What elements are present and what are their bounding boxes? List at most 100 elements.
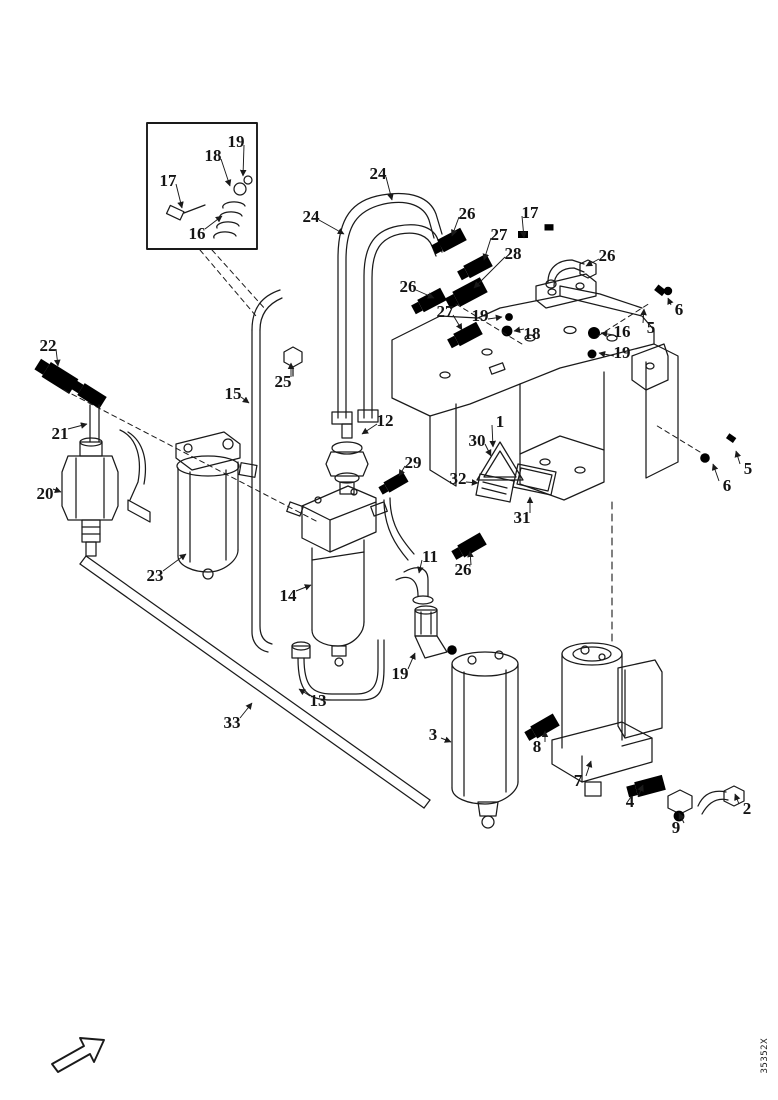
callout-leader-19 bbox=[487, 314, 503, 322]
callout-33: 33 bbox=[224, 713, 241, 732]
callout-28: 28 bbox=[505, 244, 522, 263]
callout-leader-18 bbox=[220, 158, 232, 187]
callout-32: 32 bbox=[450, 469, 467, 488]
callout-leader-3 bbox=[440, 736, 452, 743]
callout-leader-18 bbox=[513, 326, 525, 334]
callout-leader-32 bbox=[465, 479, 479, 486]
callout-leader-30 bbox=[484, 443, 492, 457]
callout-leader-14 bbox=[295, 584, 312, 592]
callout-leader-6 bbox=[667, 297, 674, 306]
callout-26: 26 bbox=[455, 560, 472, 579]
callout-9: 9 bbox=[672, 818, 681, 837]
callout-leader-17 bbox=[520, 215, 527, 239]
callout-29: 29 bbox=[405, 453, 422, 472]
filter-3 bbox=[451, 650, 519, 829]
tube-33 bbox=[79, 555, 431, 809]
callout-31: 31 bbox=[514, 508, 531, 527]
callout-23: 23 bbox=[147, 566, 164, 585]
filter-23 bbox=[175, 431, 258, 580]
callout-leader-7 bbox=[585, 760, 593, 777]
callout-1: 1 bbox=[496, 412, 505, 431]
callout-14: 14 bbox=[280, 586, 298, 605]
callout-6: 6 bbox=[723, 476, 732, 495]
decals-group bbox=[475, 441, 557, 503]
sensor-20-group bbox=[33, 356, 319, 557]
callout-leader-28 bbox=[473, 256, 506, 289]
callout-24: 24 bbox=[370, 164, 388, 183]
bracket-1 bbox=[391, 273, 679, 646]
callout-7: 7 bbox=[574, 771, 583, 790]
callout-16: 16 bbox=[189, 224, 206, 243]
screws-right bbox=[653, 423, 737, 463]
diagram-artwork bbox=[33, 122, 745, 1073]
callout-leader-16 bbox=[600, 330, 615, 338]
callout-26: 26 bbox=[400, 277, 417, 296]
drawing-number: 35352X bbox=[760, 1038, 770, 1074]
callout-leader-9 bbox=[678, 812, 685, 824]
fitting-29-group bbox=[377, 471, 487, 659]
callout-leader-6 bbox=[711, 463, 720, 482]
callout-leader-26 bbox=[585, 258, 600, 267]
callout-leader-15 bbox=[240, 396, 250, 404]
callout-leader-27 bbox=[452, 314, 463, 331]
callout-6: 6 bbox=[675, 300, 684, 319]
callout-22: 22 bbox=[40, 336, 57, 355]
callout-leader-4 bbox=[637, 784, 644, 798]
callout-26: 26 bbox=[599, 246, 616, 265]
callout-leader-26 bbox=[415, 289, 435, 299]
callout-leader-1 bbox=[489, 424, 497, 448]
callout-leader-16 bbox=[204, 215, 223, 230]
callout-5: 5 bbox=[647, 318, 656, 337]
callout-leader-24 bbox=[385, 176, 394, 201]
callout-leader-5 bbox=[640, 308, 647, 324]
callout-19: 19 bbox=[228, 132, 245, 151]
callout-leader-19 bbox=[239, 144, 247, 177]
callout-leader-23 bbox=[162, 553, 187, 572]
fittings-top bbox=[410, 224, 673, 359]
callout-8: 8 bbox=[533, 737, 542, 756]
callout-12: 12 bbox=[377, 411, 394, 430]
callout-17: 17 bbox=[522, 203, 540, 222]
callout-19: 19 bbox=[614, 343, 631, 362]
callout-leader-27 bbox=[482, 237, 492, 261]
tube-13 bbox=[291, 639, 385, 701]
callout-leader-19 bbox=[407, 652, 416, 670]
inset-detail-box bbox=[146, 122, 267, 317]
callout-26: 26 bbox=[459, 204, 476, 223]
callout-leader-26 bbox=[467, 550, 474, 566]
callout-19: 19 bbox=[472, 306, 489, 325]
callout-16: 16 bbox=[614, 322, 631, 341]
callout-leader-24 bbox=[318, 219, 345, 235]
callout-13: 13 bbox=[310, 691, 327, 710]
callout-5: 5 bbox=[744, 459, 753, 478]
callout-leader-11 bbox=[417, 559, 424, 574]
callout-27: 27 bbox=[491, 225, 509, 244]
callout-24: 24 bbox=[303, 207, 321, 226]
callout-21: 21 bbox=[52, 424, 69, 443]
nut-25 bbox=[283, 346, 303, 368]
callout-leader-33 bbox=[239, 702, 253, 719]
callout-18: 18 bbox=[205, 146, 222, 165]
callout-leader-22 bbox=[53, 348, 61, 367]
callout-leader-29 bbox=[398, 465, 406, 477]
hose-24 bbox=[331, 192, 443, 425]
pump-14-group bbox=[286, 423, 388, 667]
callout-leader-2 bbox=[734, 793, 741, 805]
callout-15: 15 bbox=[225, 384, 242, 403]
callout-2: 2 bbox=[743, 799, 752, 818]
callout-3: 3 bbox=[429, 725, 438, 744]
callout-4: 4 bbox=[626, 792, 635, 811]
callout-leader-13 bbox=[298, 688, 311, 697]
callout-27: 27 bbox=[437, 302, 455, 321]
callout-18: 18 bbox=[524, 324, 541, 343]
front-direction-arrow-icon bbox=[51, 1037, 105, 1073]
callout-20: 20 bbox=[37, 484, 54, 503]
callout-leader-12 bbox=[361, 423, 378, 435]
callout-19: 19 bbox=[392, 664, 409, 683]
callout-leader-17 bbox=[175, 183, 184, 209]
callout-leader-26 bbox=[451, 216, 460, 237]
callout-leader-5 bbox=[734, 450, 741, 465]
